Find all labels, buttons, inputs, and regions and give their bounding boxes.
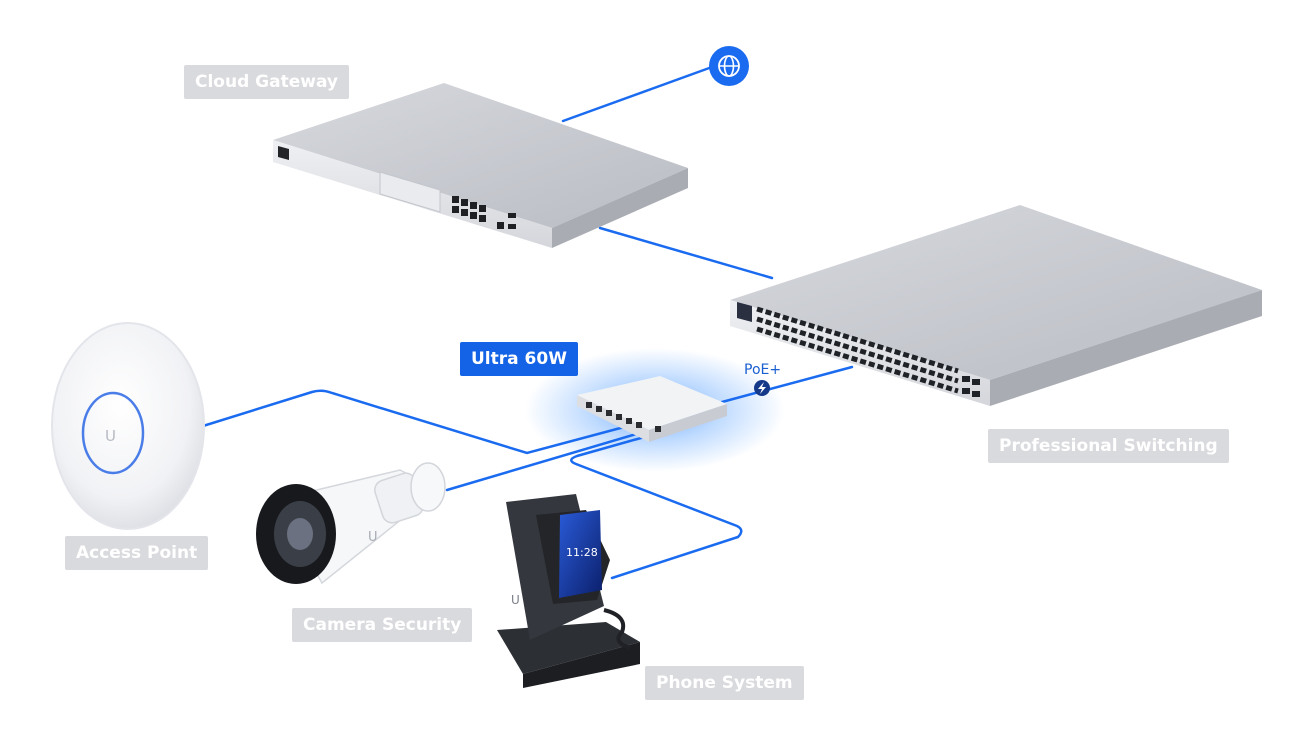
label-access-point: Access Point bbox=[65, 536, 209, 570]
poe-label: PoE+ bbox=[744, 362, 782, 378]
label-phone-system: Phone System bbox=[645, 666, 804, 700]
camera-logo: U bbox=[368, 530, 378, 545]
label-professional-switching: Professional Switching bbox=[988, 429, 1229, 463]
link-ultra-ap bbox=[201, 389, 630, 455]
access-point-device: U bbox=[51, 322, 205, 530]
link-gateway-internet bbox=[561, 65, 714, 123]
globe-icon bbox=[709, 46, 749, 86]
label-cloud-gateway: Cloud Gateway bbox=[184, 65, 349, 99]
camera-device: U bbox=[256, 462, 446, 585]
link-ultra-phone bbox=[570, 432, 743, 580]
phone-logo: U bbox=[511, 593, 520, 607]
ultra-60w-device bbox=[577, 376, 727, 442]
link-switch-ultra bbox=[720, 365, 854, 404]
label-camera-security: Camera Security bbox=[292, 608, 473, 642]
professional-switch-device bbox=[730, 205, 1262, 406]
phone-device: 11:28 U bbox=[497, 494, 640, 688]
label-ultra-60w: Ultra 60W bbox=[460, 342, 578, 376]
access-point-logo: U bbox=[105, 427, 116, 445]
phone-cord bbox=[603, 608, 631, 650]
link-gateway-switch bbox=[598, 226, 774, 280]
phone-screen-time: 11:28 bbox=[566, 546, 598, 559]
connection-lines bbox=[201, 65, 854, 580]
cloud-gateway-device bbox=[273, 83, 688, 248]
link-ultra-camera bbox=[445, 430, 645, 492]
switch-port-rows bbox=[756, 306, 959, 394]
lightning-bolt-icon bbox=[754, 380, 770, 396]
camera-mount bbox=[374, 462, 446, 524]
